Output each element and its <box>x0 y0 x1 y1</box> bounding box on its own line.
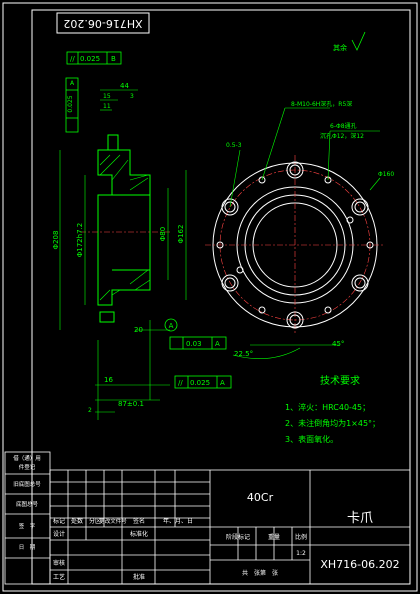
hdr-docno: 更改文件号 <box>99 517 127 525</box>
gdt1-datum: A <box>215 340 220 348</box>
top-tolerance-value: 0.025 <box>80 55 100 63</box>
hdr-count: 处数 <box>71 517 83 525</box>
dim-phi172: Φ172h7.2 <box>76 223 84 257</box>
gdt2-datum: A <box>220 379 225 387</box>
dim-16: 16 <box>104 376 113 384</box>
tech-item-1: 1、淬火：HRC40-45； <box>285 402 370 412</box>
front-view <box>205 155 385 335</box>
gdt-frame-2: // 0.025 A <box>174 375 232 389</box>
callout-chamfer: 0.5-3 <box>226 142 242 149</box>
hdr-sign: 签名 <box>133 517 145 525</box>
dim-3: 3 <box>130 93 134 100</box>
gdt2-value: 0.025 <box>190 379 210 387</box>
callout-counterbore-holes: 6-Φ8通孔 <box>330 122 357 130</box>
part-name: 卡爪 <box>347 511 373 526</box>
hdr-zone: 分区 <box>89 517 101 525</box>
material-value: 40Cr <box>247 491 274 504</box>
title-block <box>49 469 411 585</box>
callout-phi160: Φ160 <box>378 171 394 178</box>
callout-angle-45: 45° <box>332 340 344 348</box>
lbl-designer: 设计 <box>53 530 65 538</box>
front-callout-texts: 8-M10-6H深孔，R5深 6-Φ8通孔 沉孔Φ12，深12 Φ160 0.5… <box>226 100 394 358</box>
lbl-stage-mark: 阶段标记 <box>226 533 250 541</box>
hdr-date: 年、月、日 <box>163 517 193 525</box>
side-tolerance-frame: 0.025 A <box>65 77 79 133</box>
lbl-standardizer: 标准化 <box>130 530 148 538</box>
side-r1b: 件登记 <box>19 463 36 471</box>
dim-20: 20 <box>134 326 143 334</box>
datum-a-symbol: A <box>164 318 178 332</box>
dim-11: 11 <box>103 103 111 110</box>
side-r1a: 借（通）用 <box>13 454 41 462</box>
dim-phi162: Φ162 <box>177 225 185 244</box>
side-r5: 日 期 <box>19 544 36 551</box>
rotated-drawing-number: XH716-06.202 <box>63 17 142 30</box>
lbl-weight: 重量 <box>268 533 280 541</box>
hdr-mark: 标记 <box>53 517 65 525</box>
dim-2: 2 <box>88 407 92 414</box>
tech-item-3: 3、表面氧化。 <box>285 434 338 444</box>
lbl-process: 工艺 <box>53 573 65 581</box>
dim-phi208: Φ208 <box>52 231 60 250</box>
svg-text://: // <box>178 379 183 387</box>
rotated-number-box: XH716-06.202 <box>56 12 150 34</box>
side-r2: 旧底图总号 <box>13 480 41 488</box>
side-tolerance-value: 0.025 <box>67 95 74 112</box>
dim-15: 15 <box>103 93 111 100</box>
lbl-scale: 比例 <box>295 533 307 541</box>
drawing-number: XH716-06.202 <box>320 558 399 571</box>
technical-requirements: 技术要求 1、淬火：HRC40-45； 2、未注倒角均为1×45°； 3、表面氧… <box>285 374 380 444</box>
gdt-frame-1: 0.03 A <box>169 336 227 350</box>
callout-counterbore-detail: 沉孔Φ12，深12 <box>320 132 364 140</box>
dim-phi80: Φ80 <box>159 227 167 241</box>
surface-finish-symbol: 其余 <box>333 31 366 52</box>
datum-a-label: A <box>169 322 174 330</box>
side-dimension-lines <box>59 89 187 420</box>
title-block-texts: 标记 处数 分区 更改文件号 签名 年、月、日 设计 标准化 审核 工艺 批准 … <box>53 491 400 581</box>
side-r4: 签 字 <box>19 522 36 530</box>
top-tolerance-datum: B <box>111 55 116 63</box>
callout-threaded-holes: 8-M10-6H深孔，R5深 <box>291 100 352 108</box>
scale-value: 1:2 <box>296 550 306 557</box>
svg-text://: // <box>70 55 75 63</box>
side-tolerance-datum: A <box>70 80 75 87</box>
sheet-total: 共 张第 张 <box>242 569 278 577</box>
side-r3: 底图总号 <box>16 500 39 508</box>
callout-angle-22: 22.5° <box>234 350 253 358</box>
side-block-texts: 借（通）用 件登记 旧底图总号 底图总号 签 字 日 期 <box>13 454 41 551</box>
top-tolerance-frame: // 0.025 B <box>66 51 122 65</box>
front-leaders <box>229 107 381 359</box>
gdt1-value: 0.03 <box>186 340 202 348</box>
side-dimension-texts: 44 15 11 3 Φ208 Φ172h7.2 Φ80 Φ162 20 16 … <box>52 82 185 414</box>
dim-44: 44 <box>120 82 129 90</box>
lbl-approver: 批准 <box>133 573 145 581</box>
tech-item-2: 2、未注倒角均为1×45°； <box>285 418 380 428</box>
surface-note: 其余 <box>333 43 347 52</box>
dim-87: 87±0.1 <box>118 400 144 408</box>
side-view <box>80 134 170 323</box>
tech-title: 技术要求 <box>320 374 360 387</box>
lbl-reviewer: 审核 <box>53 559 65 567</box>
